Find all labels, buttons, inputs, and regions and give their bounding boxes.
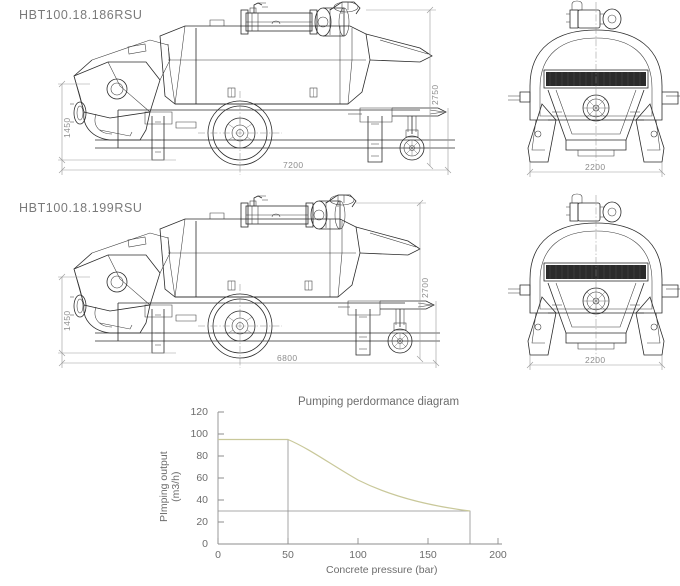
front-view-1 [508, 0, 680, 170]
front-view-2 [508, 193, 680, 363]
dimension-lines-front-2 [526, 355, 666, 370]
drawing-group-1 [58, 0, 680, 177]
chart-plot [217, 411, 502, 545]
dim-length-2: 6800 [277, 353, 298, 363]
dim-height-side-1: 1450 [62, 117, 72, 138]
y-tick-40: 40 [196, 494, 208, 506]
model-label-2: HBT100.18.199RSU [19, 201, 143, 215]
chart-envelope [218, 439, 471, 544]
dimension-lines-2 [58, 199, 440, 368]
y-tick-20: 20 [196, 516, 208, 528]
chart-x-axis-title: Concrete pressure (bar) [326, 564, 438, 576]
x-tick-0: 0 [215, 549, 221, 561]
y-tick-100: 100 [190, 428, 208, 440]
side-view-1 [70, 1, 455, 175]
y-tick-60: 60 [196, 472, 208, 484]
chart-title: Pumping perdormance diagram [298, 396, 460, 408]
y-tick-0: 0 [202, 538, 208, 550]
y-tick-80: 80 [196, 450, 208, 462]
dim-height-side-2: 1450 [62, 310, 72, 331]
dim-height-total-1: 2750 [430, 84, 440, 105]
chart-performance-curve [218, 438, 471, 512]
dim-width-front-2: 2200 [585, 355, 606, 365]
dim-length-1: 7200 [283, 160, 304, 170]
x-tick-50: 50 [282, 549, 294, 561]
side-view-2 [70, 194, 440, 368]
dim-width-front-1: 2200 [585, 162, 606, 172]
y-tick-120: 120 [190, 406, 208, 418]
pumping-performance-chart: Pumping perdormance diagram PImping outp… [150, 392, 570, 586]
x-tick-100: 100 [349, 549, 367, 561]
drawing-group-2 [58, 193, 680, 370]
x-tick-150: 150 [419, 549, 437, 561]
model-label-1: HBT100.18.186RSU [19, 8, 143, 22]
dimension-lines-front-1 [526, 162, 666, 177]
chart-x-ticks [217, 538, 499, 544]
x-tick-200: 200 [489, 549, 507, 561]
chart-y-ticks [218, 411, 224, 545]
dimension-lines-1 [58, 6, 452, 175]
dim-height-total-2: 2700 [420, 277, 430, 298]
